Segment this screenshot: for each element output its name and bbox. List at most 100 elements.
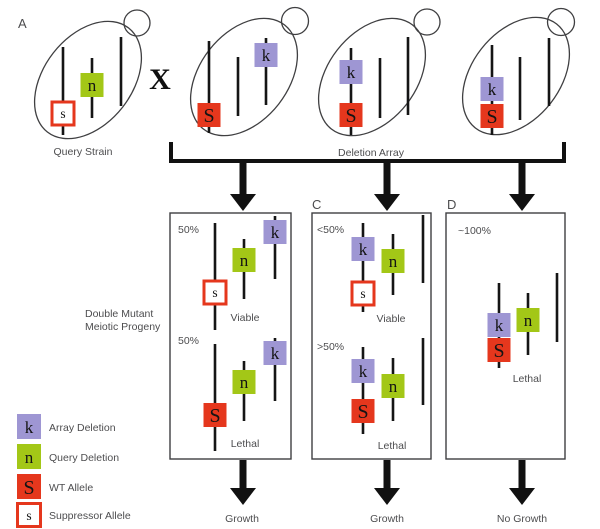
suppressor-allele-box (50, 100, 76, 127)
array-deletion-letter: k (495, 316, 504, 335)
suppressor-allele-letter: s (60, 106, 65, 121)
array-deletion-letter: k (271, 344, 280, 363)
array-deletion-letter: k (271, 223, 280, 242)
array-deletion-letter: k (359, 362, 368, 381)
query-strain-cell: n s (33, 9, 151, 140)
wt-allele-box (197, 103, 221, 127)
panel-c-viable-pct: <50% (317, 224, 344, 236)
bud-circle (413, 8, 441, 36)
panel-c-viable-label: Viable (377, 313, 406, 325)
wt-allele-box (203, 403, 227, 427)
query-deletion-letter: n (389, 252, 398, 271)
array-deletion-box (254, 43, 278, 67)
panel-b-lethal-label: Lethal (231, 438, 260, 450)
panel-b-viable-pct: 50% (178, 224, 199, 236)
panel-b: 50% k n s Viable 50% k n S Lethal (169, 212, 292, 525)
suppressor-allele-letter: s (360, 286, 365, 301)
wt-allele-box (487, 338, 511, 362)
panel-b-viable-tetrad: k n s (202, 216, 287, 330)
down-arrow-head (230, 194, 256, 211)
array-deletion-letter: k (25, 418, 34, 437)
query-deletion-letter: n (25, 448, 34, 467)
legend-item-wt-allele: S WT Allele (17, 474, 93, 499)
double-mutant-caption: Double Mutant Meiotic Progeny (85, 308, 161, 333)
query-deletion-box (381, 249, 405, 273)
bracket-line (169, 142, 566, 163)
legend-item-array-deletion: k Array Deletion (17, 414, 116, 439)
panel-c-lethal-label: Lethal (378, 440, 407, 452)
panel-b-outcome: Growth (225, 513, 259, 525)
deletion-array-caption: Deletion Array (338, 147, 405, 159)
panel-b-lethal-tetrad: k n S (203, 338, 287, 451)
query-strain-caption: Query Strain (54, 146, 113, 158)
legend-label: Array Deletion (49, 422, 116, 434)
array-deletion-letter: k (347, 63, 356, 82)
wt-allele-box (480, 104, 504, 128)
query-deletion-box (232, 370, 256, 394)
wt-allele-letter: S (203, 105, 214, 127)
suppressor-allele-box (202, 279, 228, 306)
array-deletion-letter: k (488, 80, 497, 99)
panel-d-label: D (447, 197, 456, 212)
wt-allele-letter: S (209, 405, 220, 427)
bud-circle (546, 7, 576, 37)
panel-c-viable-tetrad: k s n (350, 215, 425, 312)
array-deletion-box (339, 60, 363, 84)
suppressor-allele-box (350, 280, 376, 307)
query-deletion-letter: n (240, 251, 249, 270)
array-deletion-box (487, 313, 511, 337)
panel-b-viable-label: Viable (231, 312, 260, 324)
query-deletion-letter: n (240, 373, 249, 392)
query-deletion-box (80, 73, 104, 97)
double-mutant-caption-line1: Double Mutant (85, 308, 153, 320)
query-deletion-box (516, 308, 540, 332)
query-deletion-letter: n (524, 311, 533, 330)
array-deletion-letter: k (359, 240, 368, 259)
suppressor-allele-letter: s (212, 285, 217, 300)
wt-allele-box (351, 399, 375, 423)
query-deletion-letter: n (389, 377, 398, 396)
suppressor-allele-swatch (16, 502, 42, 528)
panel-c-label: C (312, 197, 321, 212)
panel-d-lethal-tetrad: k S n (487, 273, 559, 368)
double-mutant-caption-line2: Meiotic Progeny (85, 321, 161, 333)
array-deletion-box (480, 77, 504, 101)
deletion-array-cell-3: k S (461, 7, 576, 136)
panel-c-lethal-tetrad: k S n (351, 338, 425, 434)
array-deletion-box (351, 237, 375, 261)
wt-allele-letter: S (345, 105, 356, 127)
wt-allele-letter: S (486, 106, 497, 128)
wt-allele-box (339, 103, 363, 127)
query-deletion-swatch (17, 444, 41, 469)
cell-outline (33, 20, 143, 140)
panel-c-lethal-pct: >50% (317, 341, 344, 353)
query-deletion-box (232, 248, 256, 272)
legend-label: Query Deletion (49, 452, 119, 464)
bud-circle (123, 9, 151, 37)
suppressor-allele-letter: s (26, 508, 31, 523)
panel-d: D ~100% k S n Lethal No Growth (445, 197, 566, 525)
wt-allele-swatch (17, 474, 41, 499)
down-arrow-head (509, 194, 535, 211)
panel-c-outcome: Growth (370, 513, 404, 525)
panel-a-label: A (18, 16, 27, 31)
panel-b-box (169, 212, 292, 460)
cell-outline (461, 16, 571, 136)
down-arrow-head (374, 194, 400, 211)
wt-allele-letter: S (357, 401, 368, 423)
wt-allele-letter: S (493, 340, 504, 362)
panel-c: C <50% k s n Viable >50% k S n Lethal (311, 197, 432, 525)
cell-outline (317, 17, 427, 137)
query-deletion-letter: n (88, 76, 97, 95)
panel-b-lethal-pct: 50% (178, 335, 199, 347)
legend-label: Suppressor Allele (49, 510, 131, 522)
down-arrow-head (230, 488, 256, 505)
array-deletion-box (263, 341, 287, 365)
down-arrow-head (374, 488, 400, 505)
legend-item-query-deletion: n Query Deletion (17, 444, 119, 469)
panel-a: A n s Query Strain X k S (18, 6, 576, 159)
deletion-array-cell-2: k S (317, 8, 441, 137)
array-deletion-box (263, 220, 287, 244)
deletion-array-cell-1: k S (189, 6, 310, 137)
